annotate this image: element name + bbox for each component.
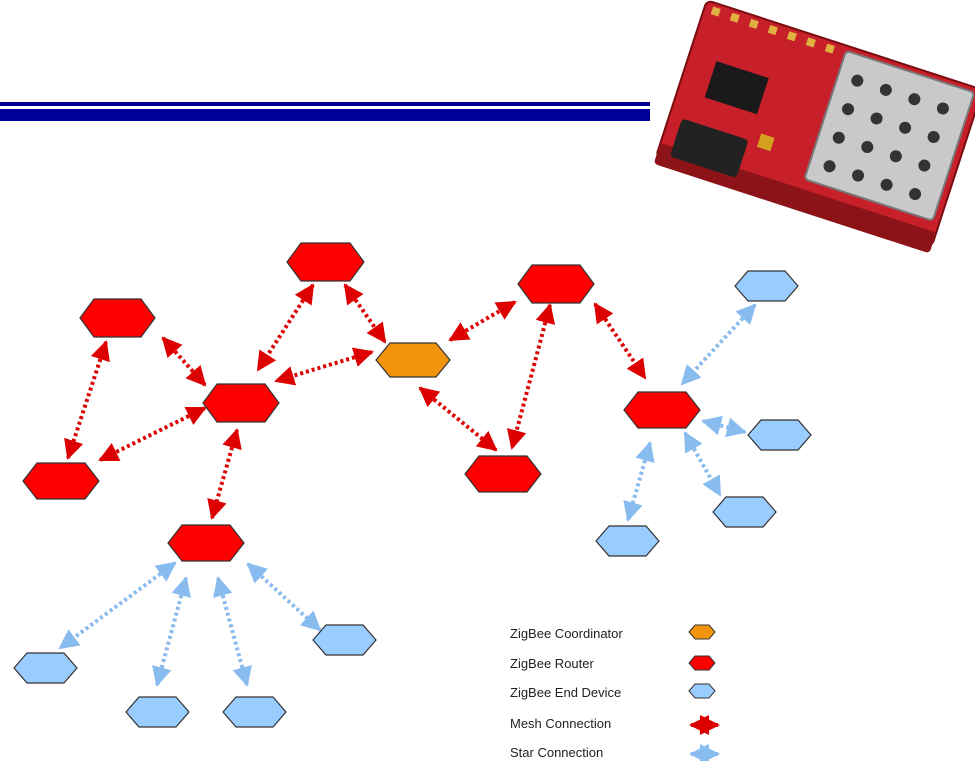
zigbee-end-device-node	[712, 496, 777, 528]
zigbee-end-device-node	[595, 525, 660, 557]
star-connection	[701, 415, 747, 438]
star-connection	[683, 431, 722, 497]
zigbee-router-node	[464, 455, 542, 493]
mesh-connection	[343, 283, 387, 344]
zigbee-module-photo	[654, 0, 975, 253]
legend-mesh-label: Mesh Connection	[510, 716, 612, 731]
zigbee-router-node	[167, 524, 245, 562]
legend-coordinator-label: ZigBee Coordinator	[510, 626, 623, 641]
mesh-connection	[506, 303, 556, 450]
mesh-connection	[64, 340, 110, 460]
star-connection	[213, 576, 252, 687]
zigbee-end-device-node	[13, 652, 78, 684]
legend-end-device-icon	[688, 683, 716, 699]
zigbee-end-device-node	[734, 270, 799, 302]
star-connection	[152, 576, 191, 687]
mesh-connection	[418, 386, 498, 452]
zigbee-end-device-node	[125, 696, 190, 728]
star-connection	[623, 441, 655, 522]
mesh-connection	[448, 300, 517, 342]
mesh-connection	[256, 283, 315, 372]
zigbee-router-node	[22, 462, 100, 500]
star-connection	[680, 303, 757, 386]
zigbee-end-device-node	[222, 696, 287, 728]
legend-coordinator-icon	[688, 624, 716, 640]
mesh-connection	[98, 406, 207, 462]
star-connection	[246, 562, 322, 632]
star-connection	[58, 561, 177, 650]
legend-router-label: ZigBee Router	[510, 656, 594, 671]
zigbee-end-device-node	[747, 419, 812, 451]
zigbee-end-device-node	[312, 624, 377, 656]
mesh-connection	[207, 428, 242, 520]
zigbee-router-node	[79, 298, 156, 338]
header-bar-thin	[0, 102, 650, 106]
legend-star-label: Star Connection	[510, 745, 604, 760]
zigbee-coordinator-node	[375, 342, 451, 378]
mesh-connection	[593, 302, 647, 380]
zigbee-router-node	[286, 242, 365, 282]
legend-end-device-label: ZigBee End Device	[510, 685, 622, 700]
zigbee-router-node	[623, 391, 701, 429]
legend-router-icon	[688, 655, 716, 671]
zigbee-router-node	[202, 383, 280, 423]
zigbee-router-node	[517, 264, 595, 304]
mesh-connection	[161, 336, 207, 387]
mesh-connection	[274, 347, 374, 386]
header-bar-thick	[0, 109, 650, 121]
